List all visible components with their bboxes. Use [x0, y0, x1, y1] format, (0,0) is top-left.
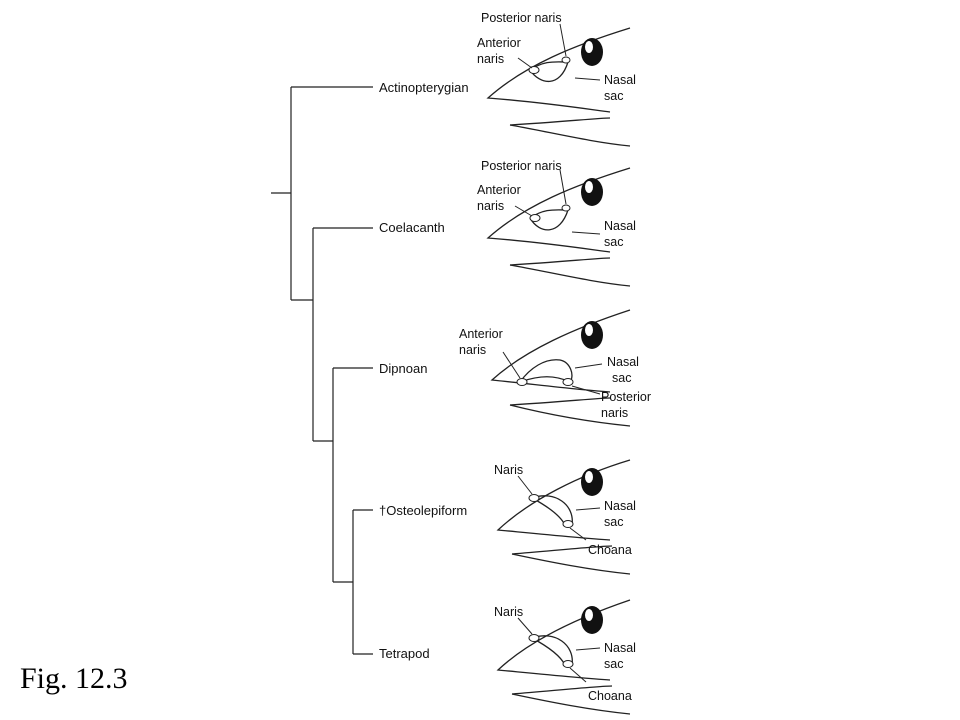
head-outline-lower	[511, 545, 613, 555]
label-posterior-naris: Posterior naris	[481, 11, 562, 25]
eye-icon	[581, 468, 603, 496]
figure-caption: Fig. 12.3	[20, 662, 128, 695]
eye-highlight	[585, 41, 593, 53]
label-nasal: Nasal	[604, 73, 636, 87]
label-nasal: Nasal	[604, 641, 636, 655]
head-outline-lower	[511, 685, 613, 695]
label-sac: sac	[604, 89, 623, 103]
head-outline-lower	[509, 397, 611, 406]
taxon-label-tetrapod: Tetrapod	[379, 646, 430, 661]
head-outline-upper	[486, 27, 631, 113]
panel-coelacanth: Posterior naris Anterior naris Nasal sac	[477, 159, 636, 287]
label-anterior: Anterior	[477, 36, 521, 50]
label-sac: sac	[604, 657, 623, 671]
choana-opening	[562, 520, 574, 528]
panel-tetrapod: Naris Nasal sac Choana	[494, 599, 636, 715]
jaw-outline	[511, 693, 631, 715]
naris-opening	[528, 494, 540, 502]
label-nasal: Nasal	[604, 219, 636, 233]
eye-icon	[581, 38, 603, 66]
label-choana: Choana	[588, 543, 632, 557]
taxon-label-osteolepiform: †Osteolepiform	[379, 503, 467, 518]
eye-icon	[581, 321, 603, 349]
label-naris: Naris	[494, 605, 523, 619]
posterior-naris	[562, 378, 574, 386]
taxon-label-actinopterygian: Actinopterygian	[379, 80, 469, 95]
anterior-naris	[529, 214, 541, 222]
head-outline-lower	[509, 117, 611, 126]
label-naris: naris	[477, 199, 504, 213]
label-posterior-naris-2: naris	[601, 406, 628, 420]
label-posterior: Posterior	[601, 390, 651, 404]
head-outline-upper	[490, 309, 631, 393]
label-nasal: Nasal	[604, 499, 636, 513]
taxon-label-dipnoan: Dipnoan	[379, 361, 427, 376]
anterior-naris	[516, 378, 528, 386]
choana-opening	[562, 660, 574, 668]
head-outline-upper	[486, 167, 631, 253]
jaw-outline	[509, 264, 631, 287]
label-naris: Naris	[494, 463, 523, 477]
head-outline-lower	[509, 257, 611, 266]
label-posterior-naris: Posterior naris	[481, 159, 562, 173]
eye-highlight	[585, 609, 593, 621]
eye-highlight	[585, 181, 593, 193]
eye-highlight	[585, 324, 593, 336]
eye-highlight	[585, 471, 593, 483]
label-sac: sac	[612, 371, 631, 385]
label-naris: naris	[459, 343, 486, 357]
panel-osteolepiform: Naris Nasal sac Choana	[494, 459, 636, 575]
label-nasal: Nasal	[607, 355, 639, 369]
eye-icon	[581, 178, 603, 206]
naris-opening	[528, 634, 540, 642]
cladogram-tree	[271, 86, 373, 655]
label-choana: Choana	[588, 689, 632, 703]
jaw-outline	[509, 404, 631, 427]
posterior-naris	[561, 56, 571, 64]
label-sac: sac	[604, 515, 623, 529]
panel-dipnoan: Anterior naris Nasal sac Posterior naris	[459, 309, 651, 427]
label-sac: sac	[604, 235, 623, 249]
jaw-outline	[509, 124, 631, 147]
label-naris: naris	[477, 52, 504, 66]
label-anterior: Anterior	[459, 327, 503, 341]
anterior-naris	[528, 66, 540, 74]
eye-icon	[581, 606, 603, 634]
panel-actinopterygian: Posterior naris Anterior naris Nasal sac	[477, 11, 636, 147]
label-anterior: Anterior	[477, 183, 521, 197]
jaw-outline	[511, 553, 631, 575]
nasal-sac-outline	[519, 359, 573, 383]
posterior-naris	[561, 204, 571, 212]
taxon-label-coelacanth: Coelacanth	[379, 220, 445, 235]
